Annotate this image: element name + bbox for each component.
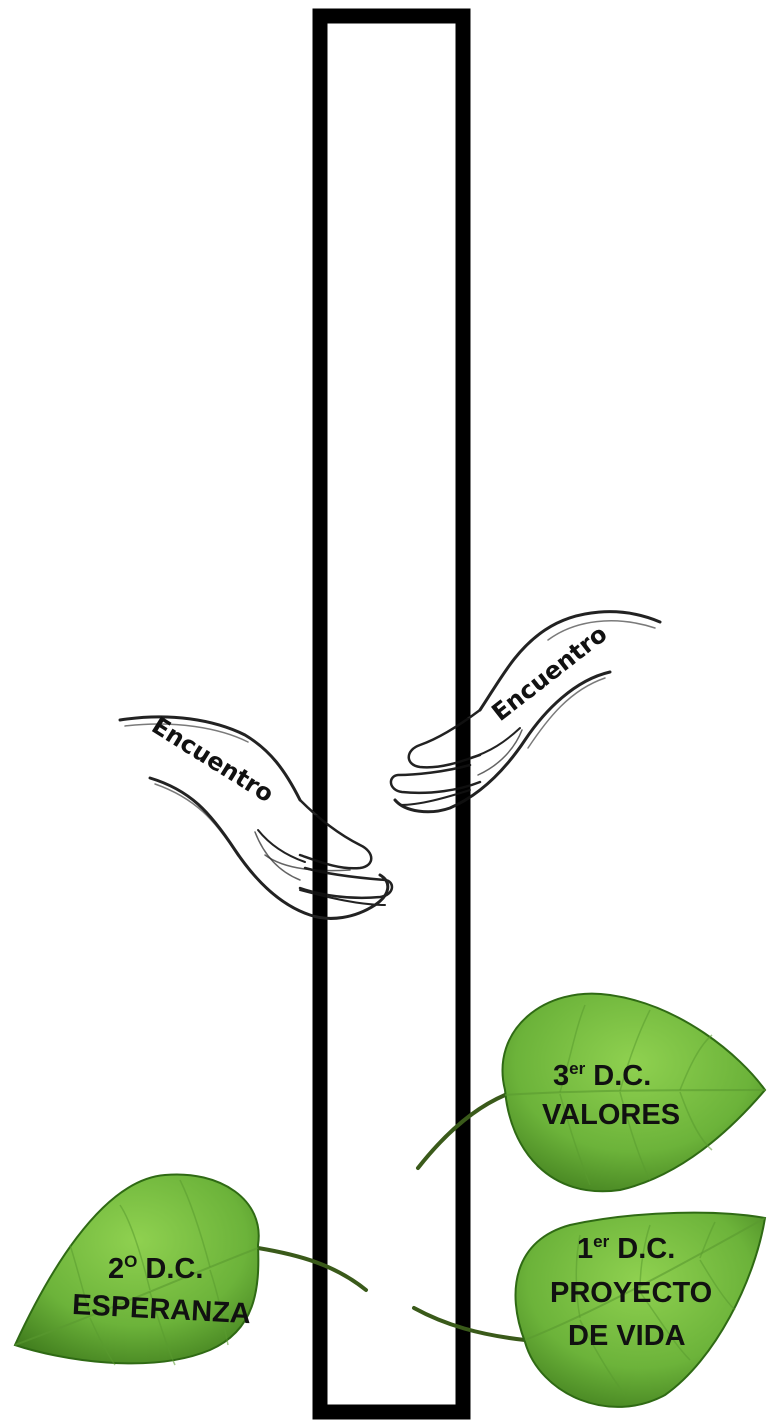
leaf-first-sup: er — [593, 1232, 609, 1251]
leaf-second-sup: O — [124, 1252, 137, 1271]
leaf-third-veins — [559, 1004, 713, 1186]
pole-overlay-right — [456, 718, 470, 813]
leaf-first-veins — [575, 1221, 736, 1396]
leaf-third: 3er D.C. VALORES — [501, 992, 767, 1193]
leaf-second-midrib — [14, 1247, 259, 1346]
right-hand-icon — [389, 610, 662, 814]
svg-text:3er D.C.: 3er D.C. — [553, 1059, 651, 1092]
leaf-third-line2: VALORES — [542, 1099, 680, 1131]
stem-third — [416, 1093, 507, 1170]
leaf-third-sup: er — [569, 1059, 585, 1078]
leaf-second-title: D.C. — [137, 1253, 203, 1285]
leaf-first: 1er D.C. PROYECTO DE VIDA — [514, 1211, 767, 1408]
leaf-first-num: 1 — [577, 1233, 593, 1265]
leaf-first-midrib — [524, 1217, 766, 1341]
left-hand-icon — [118, 715, 394, 920]
svg-text:2O D.C.: 2O D.C. — [108, 1252, 203, 1285]
stem-first — [412, 1306, 527, 1342]
pole-frame — [312, 8, 471, 1420]
left-hand-label: Encuentro — [147, 711, 279, 808]
leaf-second-veins — [69, 1179, 229, 1366]
leaf-first-title: D.C. — [609, 1233, 675, 1265]
leaf-second: 2O D.C. ESPERANZA — [13, 1173, 260, 1366]
svg-text:1er D.C.: 1er D.C. — [577, 1232, 675, 1265]
leaf-third-midrib — [504, 1089, 766, 1096]
leaf-second-num: 2 — [108, 1253, 124, 1285]
stem-second — [256, 1246, 368, 1292]
leaf-first-line2: PROYECTO — [550, 1277, 712, 1309]
leaf-third-num: 3 — [553, 1060, 569, 1092]
leaf-third-title: D.C. — [585, 1060, 651, 1092]
leaf-first-line3: DE VIDA — [568, 1320, 686, 1352]
pole-overlay-left — [313, 815, 327, 915]
